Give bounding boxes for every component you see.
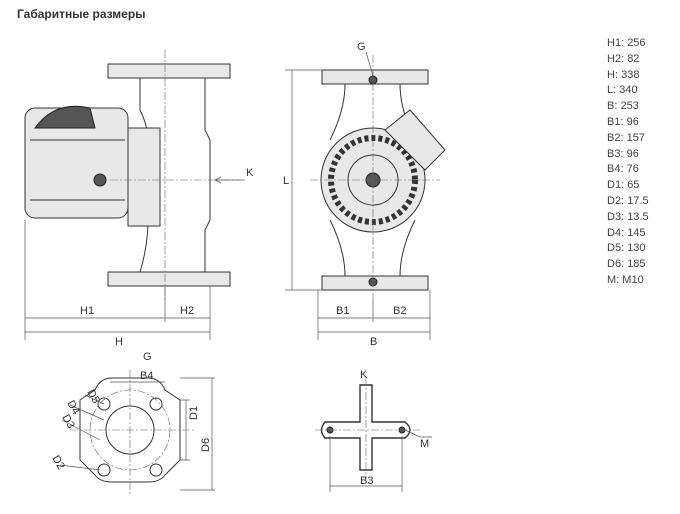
spec-d1: D1: 65 bbox=[607, 179, 640, 192]
side-view: K H1 H2 H bbox=[24, 50, 254, 348]
spec-d5: D5: 130 bbox=[607, 242, 646, 255]
side-h-label: H bbox=[115, 336, 123, 348]
flange-d1-label: D1 bbox=[188, 406, 200, 420]
gasket-m-label: M bbox=[420, 438, 429, 450]
spec-d2: D2: 17.5 bbox=[607, 194, 649, 207]
spec-d4: D4: 145 bbox=[607, 226, 646, 239]
flange-view: G B4 D1 D6 D5 D4 D3 D2 bbox=[49, 351, 215, 495]
flange-g-label: G bbox=[143, 351, 152, 363]
flange-d2-label: D2 bbox=[49, 454, 66, 472]
spec-b4: B4: 76 bbox=[607, 163, 639, 176]
flange-d6-label: D6 bbox=[200, 438, 212, 452]
front-l-label: L bbox=[283, 175, 289, 187]
flange-b4-label: B4 bbox=[140, 370, 153, 382]
front-b1-label: B1 bbox=[336, 305, 349, 317]
spec-h2: H2: 82 bbox=[607, 52, 640, 65]
flange-d3-label: D3 bbox=[59, 413, 76, 431]
spec-b1: B1: 96 bbox=[607, 115, 639, 128]
gasket-b3-label: B3 bbox=[360, 475, 373, 487]
spec-b2: B2: 157 bbox=[607, 131, 645, 144]
specs-list: H1: 256 H2: 82 H: 338 L: 340 B: 253 B1: … bbox=[607, 36, 649, 289]
front-g-label: G bbox=[357, 41, 366, 53]
front-view: G L B1 B2 B bbox=[283, 41, 446, 348]
spec-b3: B3: 96 bbox=[607, 147, 639, 160]
side-h1-label: H1 bbox=[80, 305, 94, 317]
page-title: Габаритные размеры bbox=[17, 7, 146, 21]
spec-l: L: 340 bbox=[607, 84, 638, 97]
side-k-label: K bbox=[246, 167, 254, 179]
front-b-label: B bbox=[370, 336, 377, 348]
front-b2-label: B2 bbox=[393, 305, 406, 317]
spec-d6: D6: 185 bbox=[607, 258, 646, 271]
spec-h1: H1: 256 bbox=[607, 37, 646, 49]
spec-b: B: 253 bbox=[607, 100, 639, 113]
flange-d5-label: D5 bbox=[84, 388, 101, 406]
spec-d3: D3: 13.5 bbox=[607, 210, 649, 223]
gasket-view: K M B3 bbox=[315, 369, 432, 492]
spec-h: H: 338 bbox=[607, 68, 640, 81]
spec-m: M: M10 bbox=[607, 273, 644, 286]
gasket-k-label: K bbox=[360, 369, 368, 381]
side-h2-label: H2 bbox=[180, 305, 194, 317]
